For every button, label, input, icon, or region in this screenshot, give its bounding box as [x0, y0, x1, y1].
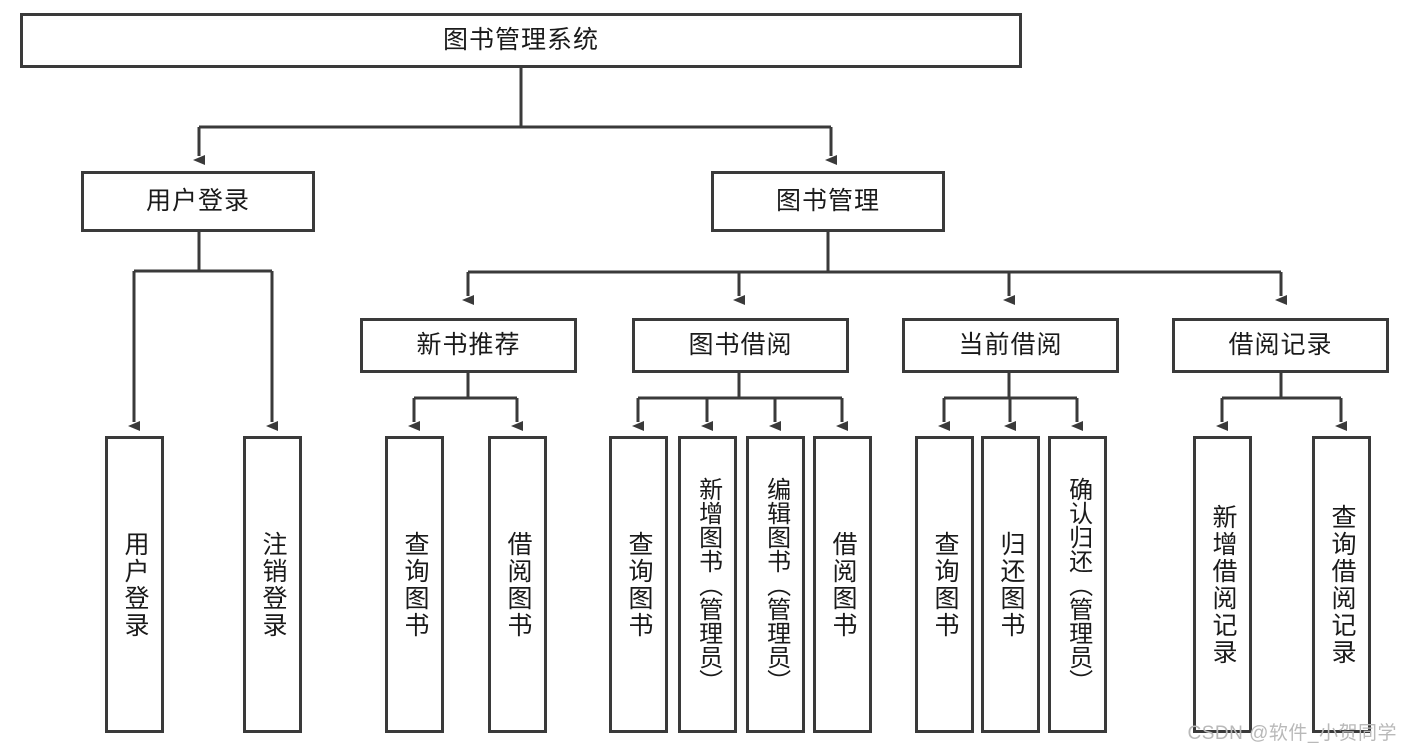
watermark: CSDN @软件_小贺同学 [1187, 723, 1397, 744]
node-label: 查询图书 [401, 530, 429, 639]
node-label: 用户登录 [145, 187, 250, 215]
node-label: 查询借阅记录 [1328, 503, 1356, 666]
node-leaf-query-book-3[interactable]: 查询图书 [915, 436, 974, 733]
node-label: 确认归还（管理员） [1064, 476, 1092, 693]
node-label: 注销登录 [259, 530, 287, 639]
node-label: 用户登录 [121, 530, 149, 639]
node-leaf-borrow-book-2[interactable]: 借阅图书 [813, 436, 872, 733]
node-label: 新书推荐 [416, 331, 521, 359]
node-leaf-logout-login[interactable]: 注销登录 [243, 436, 302, 733]
node-leaf-add-book[interactable]: 新增图书（管理员） [678, 436, 737, 733]
node-leaf-user-login[interactable]: 用户登录 [105, 436, 164, 733]
node-leaf-add-borrow-record[interactable]: 新增借阅记录 [1193, 436, 1252, 733]
node-book-management-system[interactable]: 图书管理系统 [20, 13, 1022, 68]
node-label: 新增借阅记录 [1209, 503, 1237, 666]
node-label: 新增图书（管理员） [694, 476, 722, 693]
node-leaf-borrow-book-1[interactable]: 借阅图书 [488, 436, 547, 733]
node-borrow-record[interactable]: 借阅记录 [1172, 318, 1389, 373]
node-book-management[interactable]: 图书管理 [711, 171, 945, 232]
node-new-book-recommend[interactable]: 新书推荐 [360, 318, 577, 373]
node-leaf-query-borrow-record[interactable]: 查询借阅记录 [1312, 436, 1371, 733]
node-label: 查询图书 [931, 530, 959, 639]
node-leaf-query-book-2[interactable]: 查询图书 [609, 436, 668, 733]
node-label: 图书管理系统 [442, 26, 599, 54]
node-current-borrow[interactable]: 当前借阅 [902, 318, 1119, 373]
node-label: 借阅图书 [829, 530, 857, 639]
node-leaf-query-book-1[interactable]: 查询图书 [385, 436, 444, 733]
node-leaf-confirm-return[interactable]: 确认归还（管理员） [1048, 436, 1107, 733]
node-label: 图书借阅 [688, 331, 793, 359]
node-label: 借阅记录 [1228, 331, 1333, 359]
node-label: 当前借阅 [958, 331, 1063, 359]
node-label: 查询图书 [625, 530, 653, 639]
node-leaf-return-book[interactable]: 归还图书 [981, 436, 1040, 733]
node-user-login[interactable]: 用户登录 [81, 171, 315, 232]
node-book-borrow[interactable]: 图书借阅 [632, 318, 849, 373]
node-label: 借阅图书 [504, 530, 532, 639]
node-label: 归还图书 [997, 530, 1025, 639]
node-label: 图书管理 [775, 187, 880, 215]
node-label: 编辑图书（管理员） [762, 476, 790, 693]
node-leaf-edit-book[interactable]: 编辑图书（管理员） [746, 436, 805, 733]
